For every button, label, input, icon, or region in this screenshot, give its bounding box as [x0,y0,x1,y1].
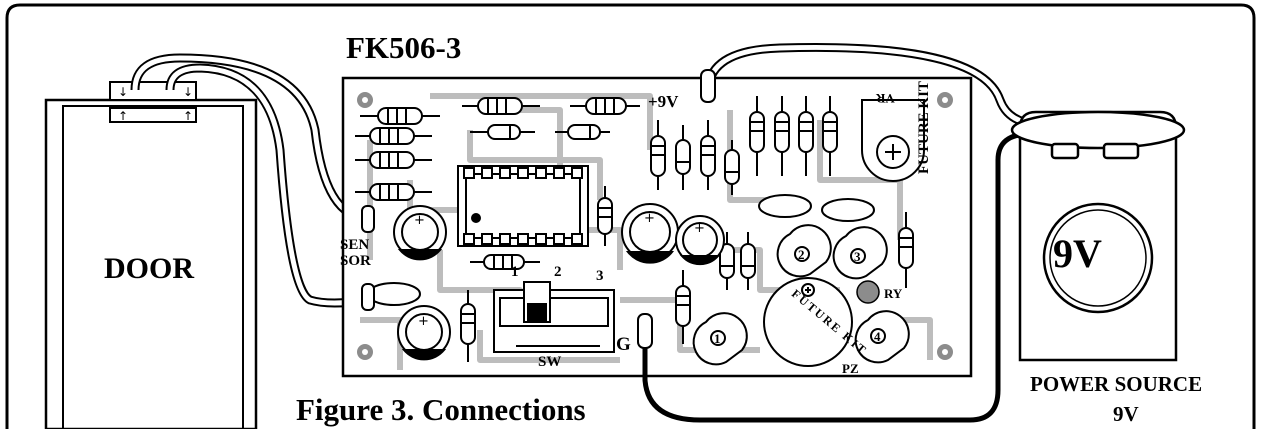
capacitors: + + + + [393,203,725,361]
power-wire-positive [703,43,1037,129]
resistor-bottom-left [470,254,540,270]
sensor-terminals [361,205,375,311]
board-brand: FUTURE KIT [916,81,932,174]
power-wire-ground [642,131,1031,423]
piezo-label: PZ [842,361,859,376]
power-source-label-line1: POWER SOURCE [1030,372,1203,396]
figure-caption: Figure 3. Connections [296,392,586,427]
power-source-label-line2: 9V [1113,402,1139,426]
resistors-top [462,97,640,140]
mounting-holes [357,92,953,360]
relay-pad [856,280,880,304]
svg-text:+: + [414,213,425,228]
outer-frame [5,3,1256,429]
transistor-number-4: 4 [874,329,881,344]
svg-text:↓: ↓ [118,85,128,99]
ground-terminal [637,313,653,349]
plus-9v-label: +9V [648,92,679,111]
svg-text:+: + [644,211,655,226]
svg-text:↑: ↑ [183,109,193,123]
slide-switch [493,281,615,353]
transistor-number-3: 3 [854,249,861,264]
resistors-left [355,107,440,201]
board-title: FK506-3 [346,30,462,65]
relay-label: RY [884,286,903,301]
door-label: DOOR [104,252,194,285]
svg-text:↑: ↑ [118,109,128,123]
sensor-wire-2 [165,63,369,308]
svg-text:+: + [694,221,705,236]
transistors [692,224,910,366]
trimmer-pot [861,99,925,182]
switch-position-2: 2 [554,264,562,280]
battery [1010,110,1186,362]
ceramic-capacitors [367,194,875,306]
switch-position-3: 3 [596,268,604,284]
plus-9v-terminal [700,69,716,103]
ground-label: G [616,334,631,355]
vr-label: VR [876,91,895,106]
switch-position-1: 1 [511,264,519,280]
transistor-number-1: 1 [714,331,721,346]
sensor-label-line1: SEN [340,237,370,253]
switch-label: SW [538,354,562,370]
reed-switch: ↓ ↓ ↑ ↑ [109,81,197,123]
piezo-buzzer [763,277,853,367]
battery-label: 9V [1053,231,1102,276]
svg-text:↓: ↓ [183,85,193,99]
sensor-label-line2: SOR [340,253,371,269]
svg-text:+: + [418,314,429,329]
ic-chip [457,165,589,247]
resistors-vertical [460,96,914,362]
sensor-wire-1 [130,53,369,223]
transistor-number-2: 2 [798,247,805,262]
